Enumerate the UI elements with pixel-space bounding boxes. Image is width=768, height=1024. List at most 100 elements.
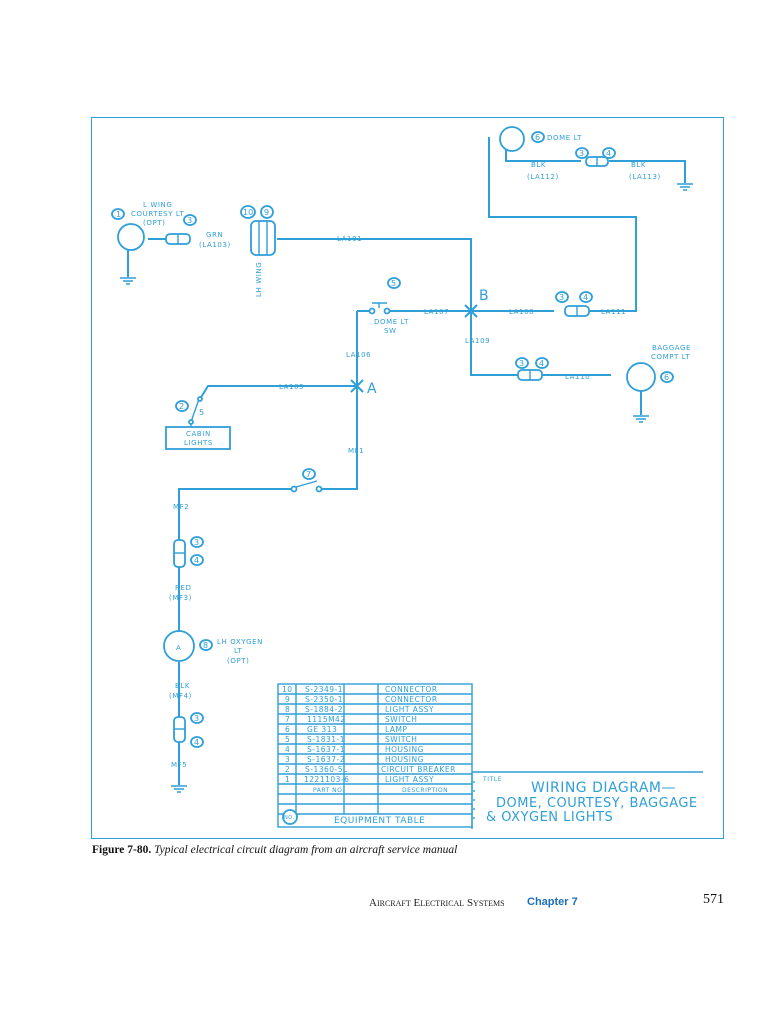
svg-text:4: 4 (194, 738, 199, 747)
footer-chapter: Chapter 7 (527, 896, 578, 908)
svg-text:WIRING DIAGRAM—: WIRING DIAGRAM— (531, 780, 676, 796)
figure-caption-text: Typical electrical circuit diagram from … (154, 844, 458, 856)
label-mf1: MF1 (348, 447, 364, 455)
svg-text:3: 3 (187, 216, 192, 225)
label-la101: LA101 (337, 235, 362, 243)
figure-caption: Figure 7-80. Typical electrical circuit … (92, 844, 457, 856)
label-mf5: MF5 (171, 761, 187, 769)
splice-a: A (350, 379, 377, 397)
svg-text:3: 3 (285, 755, 290, 764)
label-la103: (LA103) (199, 241, 231, 249)
dome-light: 6 DOME LT (499, 126, 582, 152)
svg-text:CIRCUIT BREAKER: CIRCUIT BREAKER (381, 765, 456, 774)
svg-text:10: 10 (243, 208, 253, 217)
svg-text:S-1637-1: S-1637-1 (307, 745, 345, 754)
page-number: 571 (703, 892, 724, 907)
svg-text:CONNECTOR: CONNECTOR (385, 695, 438, 704)
svg-text:GE 313: GE 313 (307, 725, 337, 734)
l-wing-courtesy-light: 1 L WING COURTESY LT (OPT) 3 (111, 201, 197, 251)
svg-text:7: 7 (285, 715, 290, 724)
wire-la113 (609, 160, 686, 183)
cabin-lights: 2 5 CABIN LIGHTS (165, 396, 231, 450)
svg-text:1221103-6: 1221103-6 (304, 775, 349, 784)
svg-text:DOME LT: DOME LT (547, 134, 582, 142)
svg-text:5: 5 (285, 735, 290, 744)
svg-text:& OXYGEN LIGHTS: & OXYGEN LIGHTS (486, 810, 613, 825)
svg-text:BAGGAGE: BAGGAGE (652, 344, 691, 352)
svg-text:2: 2 (179, 402, 184, 411)
svg-text:PART NO.: PART NO. (313, 787, 345, 794)
svg-text:1: 1 (116, 210, 121, 219)
svg-text:LH WING: LH WING (255, 262, 263, 297)
dome-light-switch: 5 DOME LT SW (357, 277, 409, 335)
svg-text:S-2349-1: S-2349-1 (305, 685, 343, 694)
svg-text:8: 8 (285, 705, 290, 714)
wire-mf1 (321, 386, 358, 490)
label-la107: LA107 (424, 308, 449, 316)
svg-text:4: 4 (194, 556, 199, 565)
svg-text:4: 4 (285, 745, 290, 754)
label-la106: LA106 (346, 351, 371, 359)
svg-text:LIGHT ASSY: LIGHT ASSY (385, 705, 434, 714)
svg-text:4: 4 (583, 293, 588, 302)
svg-text:1115M42: 1115M42 (307, 715, 346, 724)
label-grn: GRN (206, 231, 223, 239)
label-red: RED (175, 584, 191, 592)
label-blk-dome: BLK (531, 161, 546, 169)
dome-connector: 3 4 (575, 147, 616, 167)
baggage-compartment-light: BAGGAGE COMPT LT 6 3 4 (515, 344, 691, 392)
svg-text:5: 5 (391, 279, 396, 288)
svg-text:SW: SW (384, 327, 397, 335)
svg-text:DOME LT: DOME LT (374, 318, 409, 326)
svg-text:L WING: L WING (143, 201, 172, 209)
mf-connector-upper: 3 4 (173, 536, 204, 568)
wire-la111 (488, 137, 637, 312)
svg-text:3: 3 (194, 538, 199, 547)
svg-text:COMPT LT: COMPT LT (651, 353, 690, 361)
svg-text:2: 2 (285, 765, 290, 774)
svg-text:3: 3 (579, 149, 584, 158)
equipment-table: 10 S-2349-1 CONNECTOR 9 S-2350-1 CONNECT… (277, 683, 473, 828)
svg-text:A: A (367, 381, 377, 397)
svg-text:LIGHTS: LIGHTS (184, 439, 213, 447)
svg-text:10: 10 (282, 685, 293, 694)
label-mf4: (MF4) (169, 692, 192, 700)
svg-text:8: 8 (203, 641, 208, 650)
svg-text:HOUSING: HOUSING (385, 755, 424, 764)
splice-b: B (464, 288, 489, 318)
svg-text:3: 3 (519, 359, 524, 368)
diagram-frame (91, 117, 724, 839)
label-blk-la113: BLK (631, 161, 646, 169)
svg-text:3: 3 (194, 714, 199, 723)
label-mf2: MF2 (173, 503, 189, 511)
footer-section-title: Aircraft Electrical Systems (369, 897, 505, 909)
label-la111: LA111 (601, 308, 626, 316)
svg-text:5: 5 (199, 408, 204, 417)
la108-connector: 3 4 (555, 291, 593, 317)
svg-text:CABIN: CABIN (186, 430, 211, 438)
wiring-diagram: A B 6 DOME LT 3 4 BLK (LA112) BLK (LA113… (91, 117, 724, 839)
svg-text:6: 6 (285, 725, 290, 734)
circuit-breaker: 7 (290, 468, 323, 493)
lh-wing-connector: 10 9 LH WING (240, 205, 276, 297)
svg-text:S-1884-2: S-1884-2 (305, 705, 343, 714)
svg-text:9: 9 (285, 695, 290, 704)
label-blk-mf: BLK (175, 682, 190, 690)
svg-text:TITLE: TITLE (482, 776, 502, 783)
label-la105: LA105 (279, 383, 304, 391)
svg-text:LH OXYGEN: LH OXYGEN (217, 638, 263, 646)
svg-text:EQUIPMENT TABLE: EQUIPMENT TABLE (334, 816, 425, 826)
equipment-table-rows: 10 S-2349-1 CONNECTOR 9 S-2350-1 CONNECT… (282, 685, 456, 784)
lh-oxygen-light: A 8 LH OXYGEN LT (OPT) (163, 630, 263, 665)
svg-text:SWITCH: SWITCH (385, 715, 417, 724)
svg-text:3: 3 (559, 293, 564, 302)
svg-text:S-1831-1: S-1831-1 (307, 735, 345, 744)
svg-text:CONNECTOR: CONNECTOR (385, 685, 438, 694)
svg-text:6: 6 (535, 133, 540, 142)
svg-text:LAMP: LAMP (385, 725, 407, 734)
svg-text:LT: LT (234, 647, 243, 655)
svg-text:9: 9 (264, 208, 269, 217)
svg-text:(OPT): (OPT) (143, 219, 165, 227)
svg-text:LIGHT ASSY: LIGHT ASSY (385, 775, 434, 784)
label-la110: LA110 (565, 373, 590, 381)
